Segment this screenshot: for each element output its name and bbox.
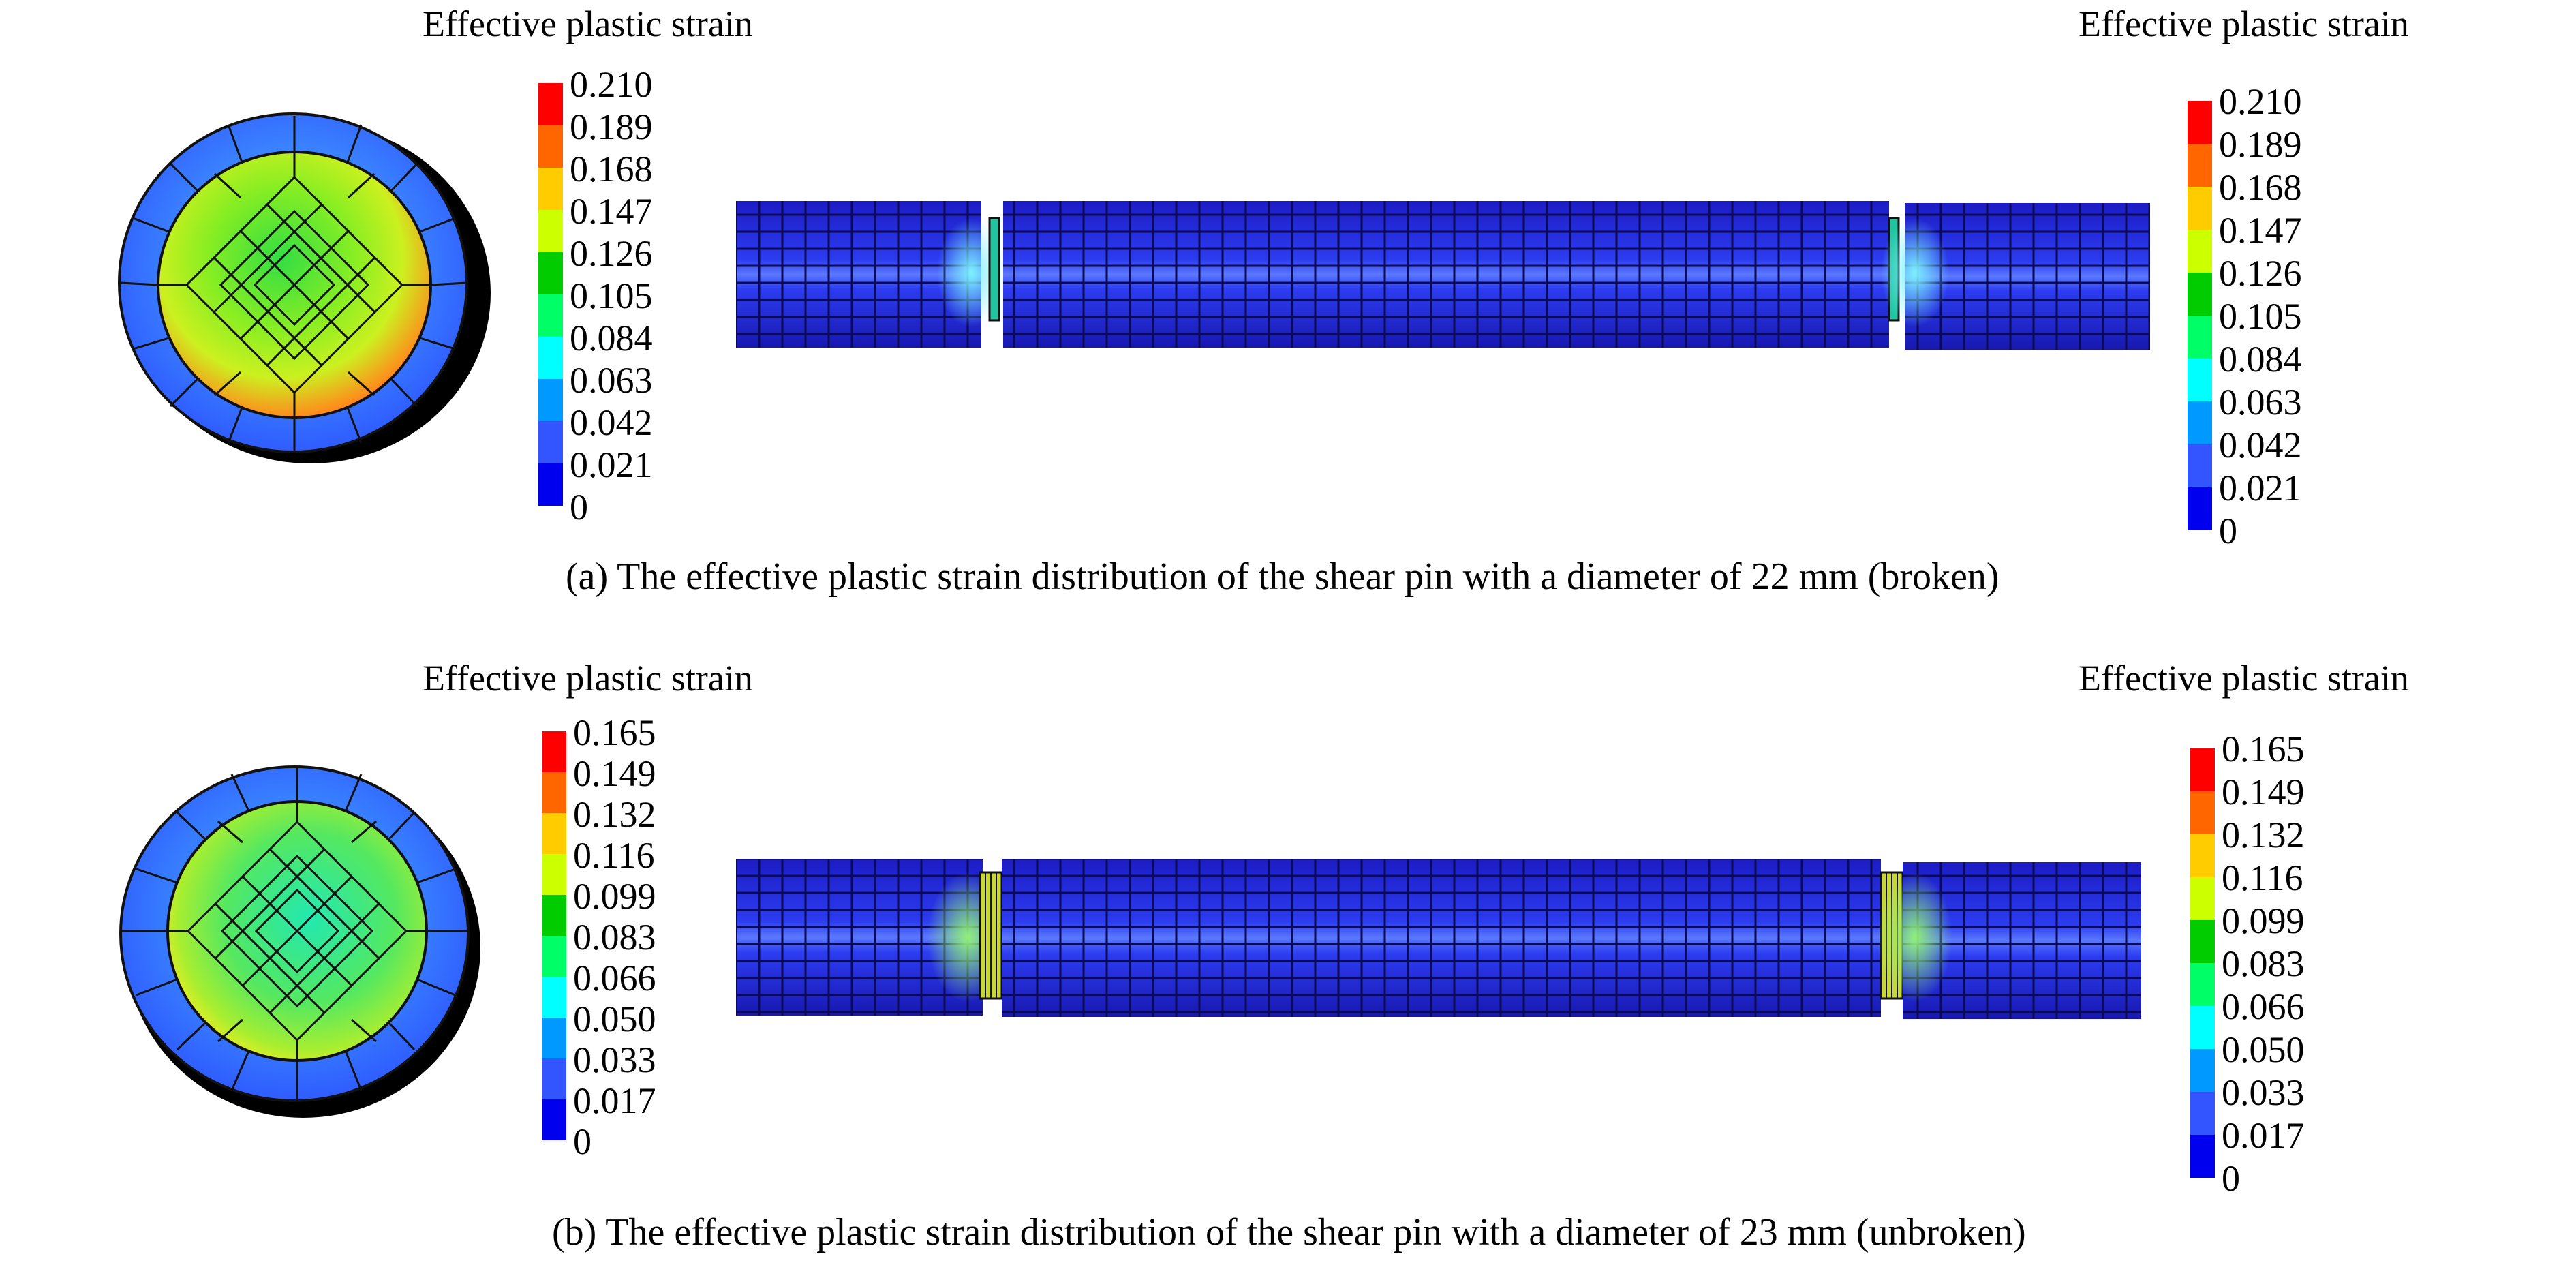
- tick-label: 0.021: [2219, 468, 2302, 508]
- caption-b: (b) The effective plastic strain distrib…: [552, 1211, 2026, 1253]
- tick-label: 0.132: [2222, 814, 2305, 855]
- tick-label: 0.083: [2222, 943, 2305, 984]
- colorbar-left-a: [538, 83, 563, 506]
- tick-label: 0.042: [2219, 425, 2302, 466]
- colorbar-segments: [542, 731, 566, 1140]
- colorbar-right-b: [2190, 748, 2215, 1178]
- tick-label: 0.099: [573, 876, 656, 917]
- tick-label: 0.017: [573, 1080, 656, 1121]
- colorbar-segments: [2190, 748, 2215, 1178]
- caption-a: (a) The effective plastic strain distrib…: [566, 555, 1999, 598]
- tick-label: 0.168: [570, 149, 653, 189]
- right-legend-title: Effective plastic strain: [2079, 3, 2409, 44]
- tick-label: 0.042: [570, 402, 653, 443]
- tick-label: 0.021: [570, 444, 653, 485]
- tick-label: 0.165: [573, 712, 656, 753]
- left-legend-title: Effective plastic strain: [423, 658, 753, 699]
- tick-label: 0: [2222, 1158, 2240, 1199]
- colorbar-right-a: [2188, 101, 2212, 530]
- tick-label: 0: [573, 1121, 592, 1162]
- shear-pin-b: [736, 859, 2141, 1019]
- tick-label: 0.210: [2219, 81, 2302, 122]
- tick-label: 0.050: [2222, 1029, 2305, 1070]
- tick-label: 0.126: [570, 233, 653, 274]
- tick-label: 0.147: [570, 191, 653, 232]
- cross-section-a: [118, 112, 491, 463]
- colorbar-segments: [2188, 101, 2212, 530]
- tick-label: 0.033: [573, 1039, 656, 1080]
- tick-label: 0.210: [570, 64, 653, 105]
- tick-label: 0.066: [573, 958, 656, 999]
- tick-label: 0.132: [573, 794, 656, 835]
- tick-label: 0.063: [2219, 382, 2302, 423]
- tick-label: 0.116: [2222, 857, 2303, 898]
- shear-pin-a: [736, 201, 2150, 350]
- panel-b: Effective plastic strain Effective plast…: [0, 654, 2576, 1265]
- tick-label: 0.017: [2222, 1115, 2305, 1156]
- tick-label: 0.063: [570, 360, 653, 401]
- tick-label: 0.149: [573, 753, 656, 794]
- tick-label: 0.084: [2219, 339, 2302, 380]
- colorbar-left-b: [542, 731, 566, 1140]
- tick-label: 0.126: [2219, 253, 2302, 294]
- tick-label: 0.099: [2222, 900, 2305, 941]
- tick-label: 0: [2219, 510, 2237, 551]
- tick-label: 0.066: [2222, 986, 2305, 1027]
- tick-label: 0.147: [2219, 210, 2302, 251]
- panel-a: Effective plastic strain Effective plast…: [0, 0, 2576, 627]
- colorbar-segments: [538, 83, 563, 506]
- tick-label: 0.149: [2222, 772, 2305, 812]
- cross-section-b: [119, 765, 480, 1118]
- tick-label: 0: [570, 487, 588, 528]
- tick-label: 0.189: [2219, 124, 2302, 165]
- tick-label: 0.168: [2219, 167, 2302, 208]
- tick-label: 0.116: [573, 835, 655, 876]
- tick-label: 0.165: [2222, 729, 2305, 769]
- tick-label: 0.105: [2219, 296, 2302, 337]
- tick-label: 0.105: [570, 275, 653, 316]
- left-legend-title: Effective plastic strain: [423, 3, 753, 44]
- tick-label: 0.084: [570, 318, 653, 359]
- tick-label: 0.050: [573, 999, 656, 1039]
- tick-label: 0.083: [573, 917, 656, 958]
- tick-label: 0.189: [570, 106, 653, 147]
- tick-label: 0.033: [2222, 1072, 2305, 1113]
- right-legend-title: Effective plastic strain: [2079, 658, 2409, 699]
